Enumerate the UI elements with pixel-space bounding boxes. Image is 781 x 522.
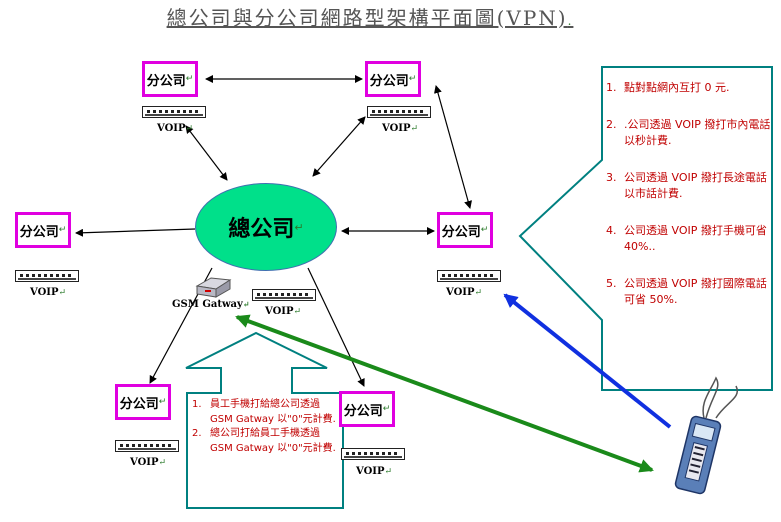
voip-label: VOIP↵ bbox=[356, 466, 393, 477]
voip-label: VOIP↵ bbox=[446, 287, 483, 298]
list-item: 2.總公司打給員工手機透過 GSM Gatway 以"0"元計費. bbox=[192, 428, 336, 454]
link-topleft-hq bbox=[185, 125, 228, 181]
list-item: 1.點對點網內互打 0 元. bbox=[606, 81, 730, 94]
branch-office-top-left: 分公司↵ bbox=[142, 61, 198, 97]
link-hq-left bbox=[75, 228, 196, 237]
voip-label: VOIP↵ bbox=[265, 306, 302, 317]
branch-office-left: 分公司↵ bbox=[15, 212, 71, 248]
list-item: 2..公司透過 VOIP 撥打市內電話以秒計費. bbox=[606, 118, 771, 147]
voip-label: VOIP↵ bbox=[130, 457, 167, 468]
branch-office-bottom-left: 分公司↵ bbox=[115, 384, 171, 420]
list-item: 3.公司透過 VOIP 撥打長途電話以市話計費. bbox=[606, 171, 767, 200]
voip-device-headquarters bbox=[252, 289, 316, 301]
link-topright-right bbox=[434, 85, 472, 209]
branch-label: 分公司 bbox=[119, 396, 159, 412]
right-callout-list: 1.點對點網內互打 0 元. 2..公司透過 VOIP 撥打市內電話以秒計費. … bbox=[606, 80, 772, 329]
branch-office-bottom-right: 分公司↵ bbox=[339, 391, 395, 427]
branch-office-top-right: 分公司↵ bbox=[365, 61, 421, 97]
blue-voip-arrow bbox=[503, 293, 672, 429]
branch-label: 分公司 bbox=[146, 73, 186, 89]
headquarters-node: 總公司↵ bbox=[195, 183, 337, 271]
voip-device-bottom-left bbox=[115, 440, 179, 452]
voip-device-top-right bbox=[367, 106, 431, 118]
branch-label: 分公司 bbox=[369, 73, 409, 89]
green-gsm-arrow bbox=[235, 314, 654, 473]
voip-label: VOIP↵ bbox=[157, 123, 194, 134]
voip-device-top-left bbox=[142, 106, 206, 118]
voip-device-right bbox=[437, 270, 501, 282]
voip-label: VOIP↵ bbox=[30, 287, 67, 298]
page-title: 總公司與分公司網路型架構平面圖(VPN). bbox=[166, 6, 574, 30]
branch-office-right: 分公司↵ bbox=[437, 212, 493, 248]
voip-device-bottom-right bbox=[341, 448, 405, 460]
list-item: 5.公司透過 VOIP 撥打國際電話可省 50%. bbox=[606, 277, 767, 306]
list-item: 4.公司透過 VOIP 撥打手機可省 40%.. bbox=[606, 224, 767, 253]
bottom-callout-list: 1.員工手機打給總公司透過 GSM Gatway 以"0"元計費. 2.總公司打… bbox=[192, 398, 340, 456]
link-topright-hq bbox=[312, 116, 366, 177]
voip-device-left bbox=[15, 270, 79, 282]
branch-label: 分公司 bbox=[441, 224, 481, 240]
branch-label: 分公司 bbox=[343, 403, 383, 419]
list-item: 1.員工手機打給總公司透過 GSM Gatway 以"0"元計費. bbox=[192, 399, 336, 425]
gsm-gateway-label: GSM Gatway↵ bbox=[172, 299, 250, 310]
headquarters-label: 總公司 bbox=[228, 217, 295, 242]
voip-label: VOIP↵ bbox=[382, 123, 419, 134]
branch-label: 分公司 bbox=[19, 224, 59, 240]
gsm-gateway-icon bbox=[195, 277, 232, 298]
mobile-phone-icon bbox=[674, 376, 739, 495]
